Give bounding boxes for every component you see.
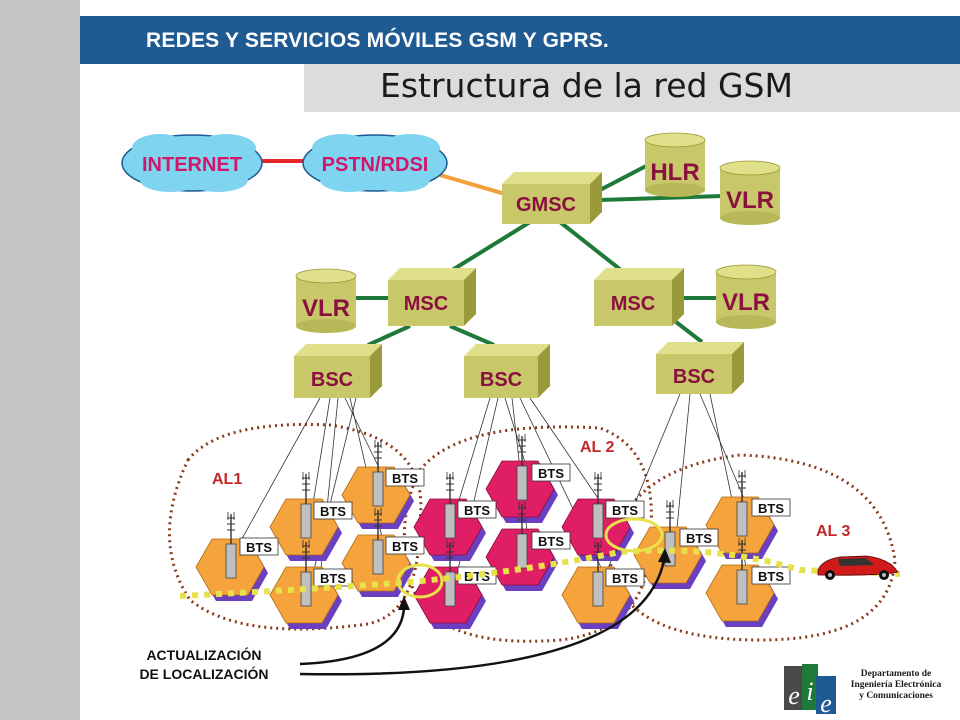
bsc-label: BSC (311, 369, 353, 391)
bts-label: BTS (686, 531, 712, 546)
department-name: Departamento de Ingeniería Electrónica y… (836, 669, 956, 702)
left-sidebar-strip (0, 0, 80, 720)
header-bar: REDES Y SERVICIOS MÓVILES GSM Y GPRS. (80, 16, 960, 64)
annotation-line1: ACTUALIZACIÓN (146, 646, 261, 663)
bsc-node-left: BSC (294, 344, 382, 398)
link-gmsc-hlr (599, 163, 649, 192)
mobile-path (179, 547, 901, 599)
al3-label: AL 3 (816, 523, 850, 540)
vlr-database-left: VLR (295, 268, 357, 333)
svg-text:e: e (820, 689, 832, 716)
bts-label: BTS (758, 501, 784, 516)
link-msc-bsc-left (367, 324, 411, 347)
svg-text:e: e (788, 681, 800, 710)
vlr-label: VLR (726, 187, 774, 214)
bts-labels: BTS BTS BTS BTS BTS BTS BTS BTS BTS BTS … (239, 463, 791, 587)
dept-line-3: y Comunicaciones (859, 691, 933, 701)
pstn-cloud: PSTN/RDSI (302, 134, 448, 192)
vlr-label: VLR (722, 289, 770, 316)
car-icon (817, 555, 899, 580)
pstn-label: PSTN/RDSI (322, 154, 429, 176)
location-area-al1-border (168, 422, 423, 631)
bts-label: BTS (464, 503, 490, 518)
handover-ellipse-al1-al2 (396, 563, 444, 599)
gmsc-node: GMSC (502, 172, 602, 224)
internet-label: INTERNET (142, 154, 242, 176)
arrow-update-al2 (299, 559, 666, 676)
bts-label: BTS (538, 534, 564, 549)
msc-label: MSC (404, 293, 448, 315)
course-title: REDES Y SERVICIOS MÓVILES GSM Y GPRS. (146, 29, 609, 52)
vlr-label: VLR (302, 295, 350, 322)
arrow-head-update-al2 (658, 548, 671, 563)
handover-ellipse-al2-al3 (604, 517, 664, 553)
bsc-label: BSC (673, 366, 715, 388)
dept-line-1: Departamento de (860, 669, 932, 679)
link-gmsc-vlr (599, 194, 723, 202)
link-msc-bsc-middle (449, 324, 495, 347)
bsc-label: BSC (480, 369, 522, 391)
bts-label: BTS (320, 504, 346, 519)
al2-label: AL 2 (580, 439, 614, 456)
gmsc-label: GMSC (516, 194, 576, 216)
bsc-node-right: BSC (656, 342, 744, 394)
vlr-database-gmsc: VLR (719, 160, 781, 225)
annotation-line2: DE LOCALIZACIÓN (139, 665, 268, 682)
hlr-label: HLR (650, 159, 699, 186)
arrow-update-al1 (299, 607, 406, 666)
bts-label: BTS (538, 466, 564, 481)
bts-label: BTS (758, 569, 784, 584)
al1-label: AL1 (212, 471, 242, 488)
bts-label: BTS (392, 471, 418, 486)
hlr-database: HLR (644, 132, 706, 197)
vlr-database-right: VLR (715, 264, 777, 329)
slide-title: Estructura de la red GSM (380, 66, 793, 105)
department-logo: e i e (784, 664, 836, 716)
link-msc-bsc-right (674, 320, 704, 344)
arrow-head-update-al1 (398, 596, 410, 610)
slide-title-box: Estructura de la red GSM (304, 64, 960, 112)
bts-label: BTS (392, 539, 418, 554)
bts-label: BTS (246, 540, 272, 555)
location-area-al3-border (608, 453, 897, 642)
bts-label: BTS (320, 571, 346, 586)
bts-label: BTS (612, 571, 638, 586)
svg-text:i: i (806, 677, 813, 706)
dept-line-2: Ingeniería Electrónica (850, 680, 942, 690)
bts-label: BTS (612, 503, 638, 518)
msc-label: MSC (611, 293, 655, 315)
msc-node-left: MSC (388, 268, 476, 326)
msc-node-right: MSC (594, 268, 684, 326)
internet-cloud: INTERNET (121, 134, 263, 192)
link-pstn-gmsc (439, 173, 513, 198)
bsc-node-middle: BSC (464, 344, 550, 398)
